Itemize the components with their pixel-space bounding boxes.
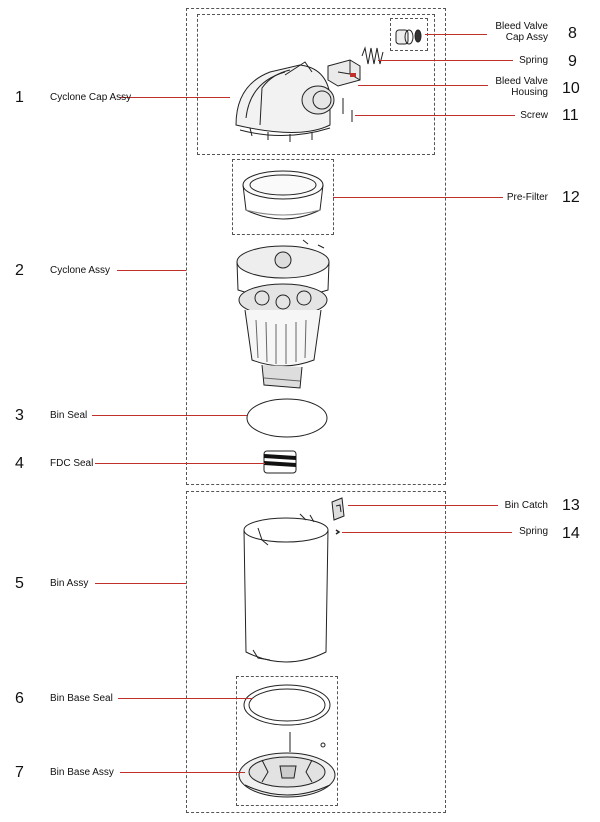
callout-label-5: Bin Assy — [50, 578, 89, 589]
callout-label-2: Cyclone Assy — [50, 265, 111, 276]
callout-label-6: Bin Base Seal — [50, 693, 113, 704]
leader-line-13 — [348, 505, 498, 506]
upper-assembly-box — [186, 8, 446, 485]
bin-base-drawing — [238, 732, 336, 798]
callout-number-3: 3 — [15, 407, 24, 424]
leader-line-2 — [117, 270, 186, 271]
callout-number-9: 9 — [568, 53, 577, 70]
valve-spring-drawing — [361, 46, 384, 65]
callout-label-4: FDC Seal — [50, 458, 94, 469]
cyclone-cap-group-box — [197, 14, 435, 155]
cyclone-cap-drawing — [235, 61, 335, 142]
callout-label-7: Bin Base Assy — [50, 767, 114, 778]
callout-label-8-line1: Bleed Valve — [495, 21, 548, 32]
leader-line-6 — [118, 698, 253, 699]
bleed-valve-cap-drawing — [395, 29, 422, 45]
leader-line-12 — [333, 197, 503, 198]
callout-number-14: 14 — [562, 525, 580, 542]
leader-line-4 — [95, 463, 265, 464]
callout-label-8: Bleed Valve Cap Assy — [470, 21, 548, 43]
bleed-valve-housing-drawing — [327, 59, 361, 87]
fdc-seal-drawing — [263, 450, 297, 474]
callout-label-10: Bleed Valve Housing — [470, 76, 548, 98]
callout-label-13: Bin Catch — [504, 500, 548, 511]
callout-number-10: 10 — [562, 80, 580, 97]
leader-line-10 — [358, 85, 488, 86]
cyclone-assembly-drawing — [236, 239, 330, 389]
callout-label-10-line2: Housing — [511, 87, 548, 98]
callout-label-10-line1: Bleed Valve — [495, 76, 548, 87]
callout-number-12: 12 — [562, 189, 580, 206]
callout-label-1: Cyclone Cap Assy — [50, 92, 132, 103]
callout-label-8-line2: Cap Assy — [505, 32, 548, 43]
callout-number-1: 1 — [15, 89, 24, 106]
leader-line-14 — [342, 532, 512, 533]
callout-number-7: 7 — [15, 764, 24, 781]
leader-line-3 — [92, 415, 247, 416]
callout-number-11: 11 — [562, 107, 579, 124]
leader-line-1 — [120, 97, 230, 98]
callout-label-3: Bin Seal — [50, 410, 88, 421]
leader-line-9 — [378, 60, 513, 61]
callout-number-6: 6 — [15, 690, 24, 707]
callout-label-12: Pre-Filter — [506, 192, 548, 203]
leader-line-5 — [95, 583, 186, 584]
bin-base-seal-drawing — [243, 684, 331, 726]
bin-catch-drawing — [331, 497, 345, 521]
callout-number-2: 2 — [15, 262, 24, 279]
bin-base-group-box — [236, 676, 338, 806]
bin-drawing — [243, 513, 329, 663]
callout-number-8: 8 — [568, 25, 577, 42]
callout-number-13: 13 — [562, 497, 580, 514]
callout-label-11: Screw — [520, 110, 548, 121]
pre-filter-drawing — [242, 170, 324, 220]
bin-seal-drawing — [246, 398, 328, 438]
catch-spring-drawing — [335, 529, 341, 535]
leader-line-11 — [355, 115, 515, 116]
callout-number-5: 5 — [15, 575, 24, 592]
leader-line-7 — [120, 772, 245, 773]
callout-label-9: Spring — [519, 55, 548, 66]
lower-assembly-box — [186, 491, 446, 813]
callout-label-14: Spring — [519, 526, 548, 537]
leader-line-8 — [425, 34, 487, 35]
callout-number-4: 4 — [15, 455, 24, 472]
